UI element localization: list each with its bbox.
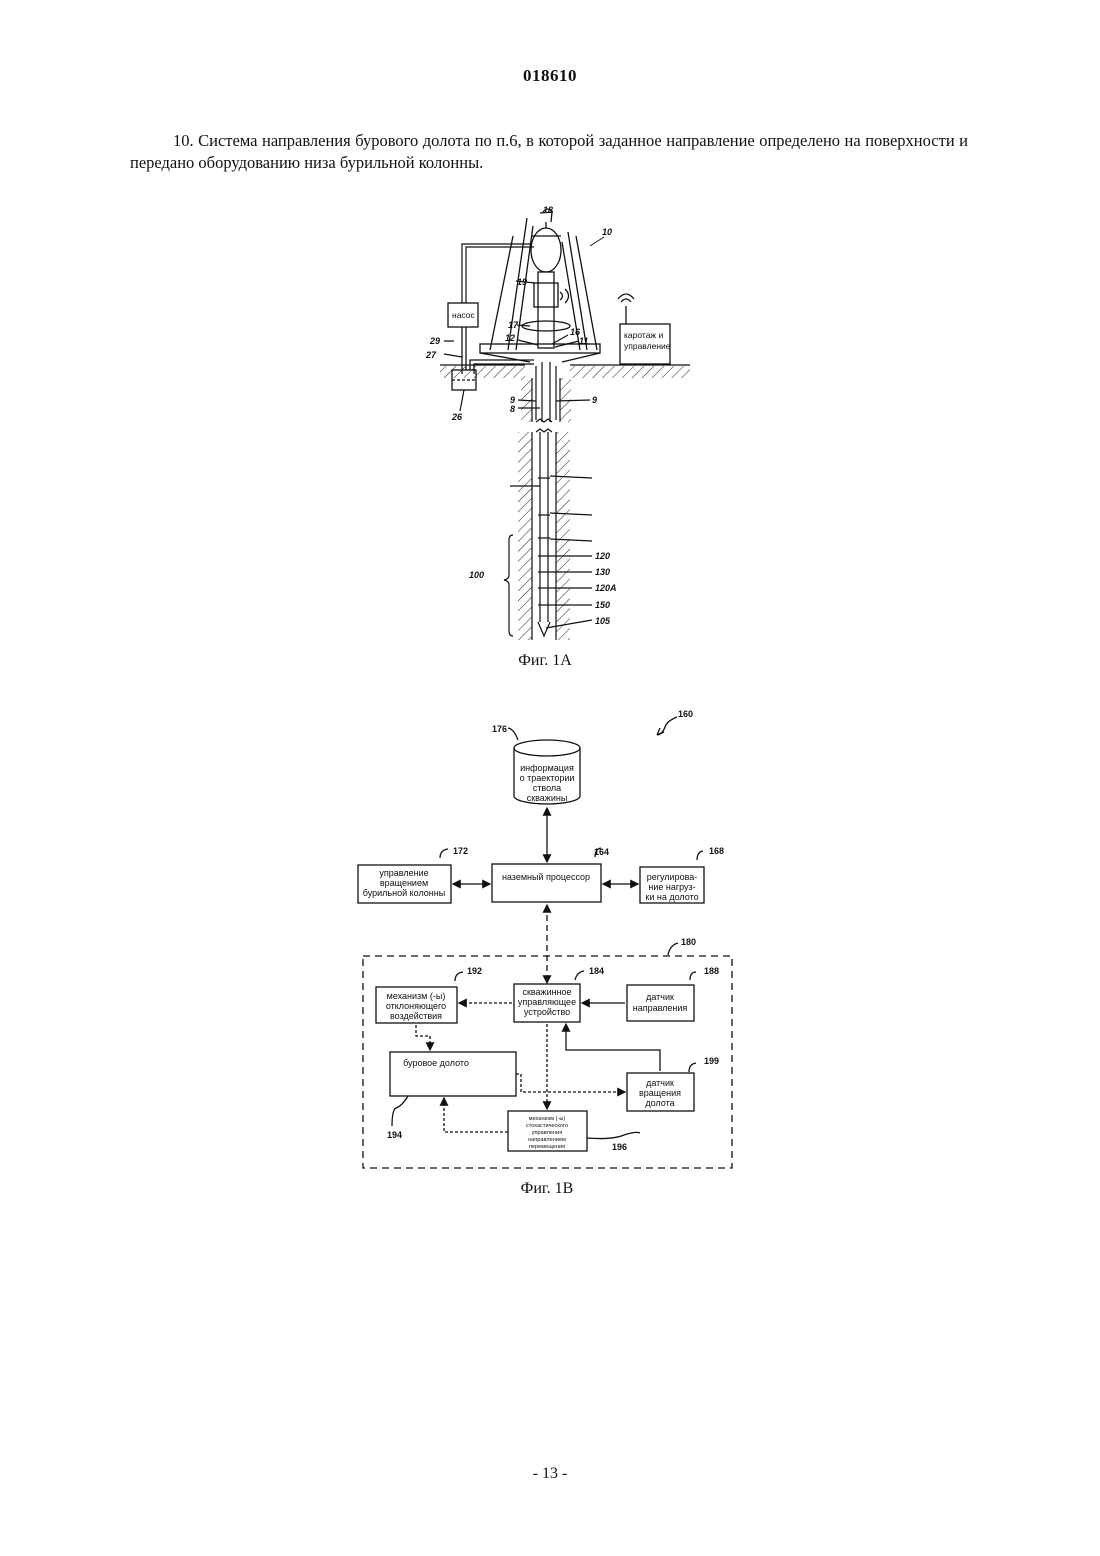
database-line-2: о траектории: [520, 773, 575, 783]
ref-194: 194: [387, 1130, 402, 1140]
figure-1b: 160 176 информация о траектории ствола с…: [0, 0, 1100, 1200]
weight-control-line-3: ки на долото: [645, 892, 698, 902]
deflection-mechanism-line-1: механизм (-ы): [387, 991, 446, 1001]
ref-168: 168: [709, 846, 724, 856]
ref-192: 192: [467, 966, 482, 976]
stochastic-mechanism-line-3: управления: [532, 1130, 563, 1136]
rotation-control-line-1: управление: [379, 868, 428, 878]
stochastic-mechanism-line-5: перемещения: [529, 1144, 565, 1150]
bit-rotation-sensor-line-3: долота: [645, 1098, 674, 1108]
figure-1b-caption: Фиг. 1В: [447, 1180, 647, 1198]
direction-sensor-line-2: направления: [633, 1003, 688, 1013]
ref-184: 184: [589, 966, 604, 976]
database-line-3: ствола: [533, 783, 561, 793]
ref-199: 199: [704, 1056, 719, 1066]
deflection-mechanism-line-3: воздействия: [390, 1011, 442, 1021]
surface-processor-label: наземный процессор: [502, 872, 590, 882]
ref-196: 196: [612, 1142, 627, 1152]
ref-172: 172: [453, 846, 468, 856]
bit-rotation-sensor-line-1: датчик: [646, 1078, 674, 1088]
weight-control-line-1: регулирова-: [647, 872, 698, 882]
deflection-mechanism-line-2: отклоняющего: [386, 1001, 446, 1011]
page-number: - 13 -: [0, 1465, 1100, 1483]
ref-160: 160: [678, 709, 693, 719]
weight-control-line-2: ние нагруз-: [648, 882, 695, 892]
downhole-controller-line-1: скважинное: [522, 987, 571, 997]
downhole-controller-line-2: управляющее: [518, 997, 576, 1007]
ref-188: 188: [704, 966, 719, 976]
database-line-4: скважины: [527, 793, 568, 803]
direction-sensor-line-1: датчик: [646, 992, 674, 1002]
stochastic-mechanism-line-2: стохастического: [526, 1123, 568, 1129]
database-line-1: информация: [520, 763, 574, 773]
ref-180: 180: [681, 937, 696, 947]
rotation-control-line-3: бурильной колонны: [363, 888, 445, 898]
drill-bit-label: буровое долото: [403, 1058, 469, 1068]
downhole-controller-line-3: устройство: [524, 1007, 570, 1017]
ref-164: 164: [594, 847, 609, 857]
stochastic-mechanism-line-4: направлением: [528, 1137, 566, 1143]
rotation-control-line-2: вращением: [380, 878, 428, 888]
ref-176: 176: [492, 724, 507, 734]
bit-rotation-sensor-line-2: вращения: [639, 1088, 681, 1098]
stochastic-mechanism-line-1: механизм (-ы): [529, 1116, 566, 1122]
